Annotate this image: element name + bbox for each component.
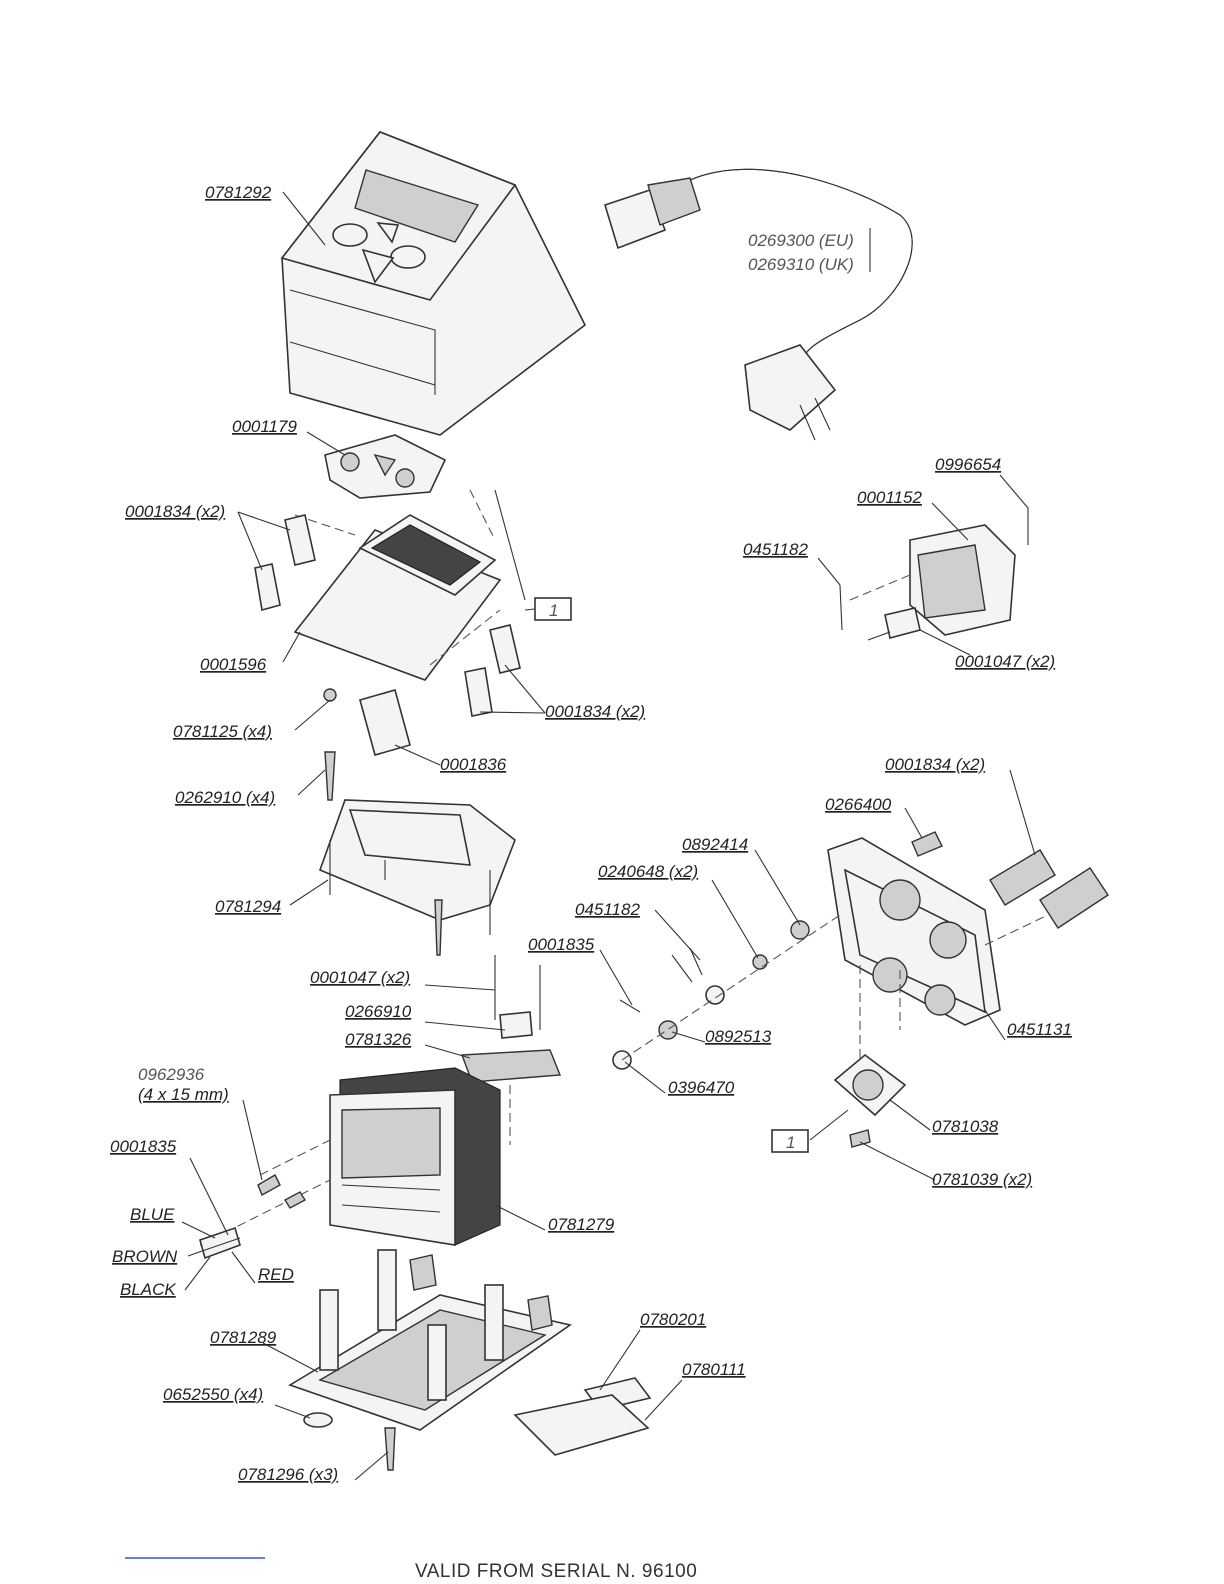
label-0451131: 0451131 xyxy=(1007,1020,1072,1039)
label-0266910: 0266910 xyxy=(345,1002,412,1021)
reference-number-1-bottom: 1 xyxy=(786,1133,795,1152)
label-0780201: 0780201 xyxy=(640,1310,706,1329)
label-0451182-mid: 0451182 xyxy=(575,900,640,919)
label-0262910: 0262910 (x4) xyxy=(175,788,275,807)
label-0781296: 0781296 (x3) xyxy=(238,1465,338,1484)
wire-label-blue: BLUE xyxy=(130,1205,175,1224)
transformer-bolts xyxy=(257,1174,306,1209)
pcb-support-frame xyxy=(318,799,516,935)
wire-connector xyxy=(199,1226,241,1260)
serial-validity-note: VALID FROM SERIAL N. 96100 xyxy=(415,1561,697,1582)
label-0892414: 0892414 xyxy=(682,835,748,854)
label-0781292: 0781292 xyxy=(205,183,272,202)
label-0396470: 0396470 xyxy=(668,1078,735,1097)
label-0652550: 0652550 (x4) xyxy=(163,1385,263,1404)
wire-label-red: RED xyxy=(258,1265,294,1284)
rubber-foot xyxy=(303,1412,333,1428)
back-panel xyxy=(827,837,1001,1060)
relay-board xyxy=(461,955,562,1083)
label-0781038: 0781038 xyxy=(932,1117,999,1136)
label-0001835-mid: 0001835 xyxy=(528,935,595,954)
reference-number-1-top: 1 xyxy=(549,601,558,620)
label-0781326: 0781326 xyxy=(345,1030,412,1049)
rating-labels xyxy=(513,1377,652,1456)
label-0781294: 0781294 xyxy=(215,897,281,916)
label-0001047-top: 0001047 (x2) xyxy=(955,652,1055,671)
pcb-connectors-right xyxy=(464,624,521,717)
pcb-connectors-left xyxy=(254,514,316,612)
label-0451182-top: 0451182 xyxy=(743,540,808,559)
label-0892513: 0892513 xyxy=(705,1027,772,1046)
label-0996654: 0996654 xyxy=(935,455,1001,474)
wire-label-black: BLACK xyxy=(120,1280,176,1299)
pcb-connector-lower xyxy=(359,689,411,756)
keypad-rubber xyxy=(324,434,447,499)
power-cord xyxy=(604,168,913,441)
base-screw xyxy=(384,1427,396,1471)
wire-label-brown: BROWN xyxy=(112,1247,178,1266)
label-0001834-right: 0001834 (x2) xyxy=(885,755,985,774)
label-0962936: 0962936 xyxy=(138,1065,205,1084)
transformer xyxy=(199,1067,511,1246)
label-0001596: 0001596 xyxy=(200,655,267,674)
label-0780111: 0780111 xyxy=(682,1360,746,1379)
panel-screw xyxy=(911,831,943,857)
label-0001834-mid: 0001834 (x2) xyxy=(545,702,645,721)
label-0001834-top-left: 0001834 (x2) xyxy=(125,502,225,521)
cable-glands xyxy=(984,849,1109,946)
control-unit-housing xyxy=(280,131,587,436)
pcb-screw xyxy=(323,688,337,702)
label-0781279: 0781279 xyxy=(548,1215,615,1234)
label-0001835-bottom: 0001835 xyxy=(110,1137,177,1156)
small-parts-chain xyxy=(612,914,841,1070)
frame-screws xyxy=(324,751,443,956)
label-0001152: 0001152 xyxy=(857,488,922,507)
label-0266400: 0266400 xyxy=(825,795,892,814)
reference-box-1-bottom xyxy=(771,1129,809,1153)
label-0001179: 0001179 xyxy=(232,417,297,436)
power-socket xyxy=(839,508,1029,641)
label-0269300-eu: 0269300 (EU) xyxy=(748,231,854,250)
label-0269310-uk: 0269310 (UK) xyxy=(748,255,854,274)
label-0962936-size: (4 x 15 mm) xyxy=(138,1085,229,1104)
label-0001836: 0001836 xyxy=(440,755,507,774)
label-0240648: 0240648 (x2) xyxy=(598,862,698,881)
base-plate xyxy=(288,1249,572,1431)
leader-lines xyxy=(181,191,1036,1481)
label-0781039: 0781039 (x2) xyxy=(932,1170,1032,1189)
control-pcb xyxy=(293,489,526,681)
cooling-fan xyxy=(833,1053,907,1148)
label-0781289: 0781289 xyxy=(210,1328,277,1347)
label-0001047-mid: 0001047 (x2) xyxy=(310,968,410,987)
label-0781125: 0781125 (x4) xyxy=(173,722,272,741)
